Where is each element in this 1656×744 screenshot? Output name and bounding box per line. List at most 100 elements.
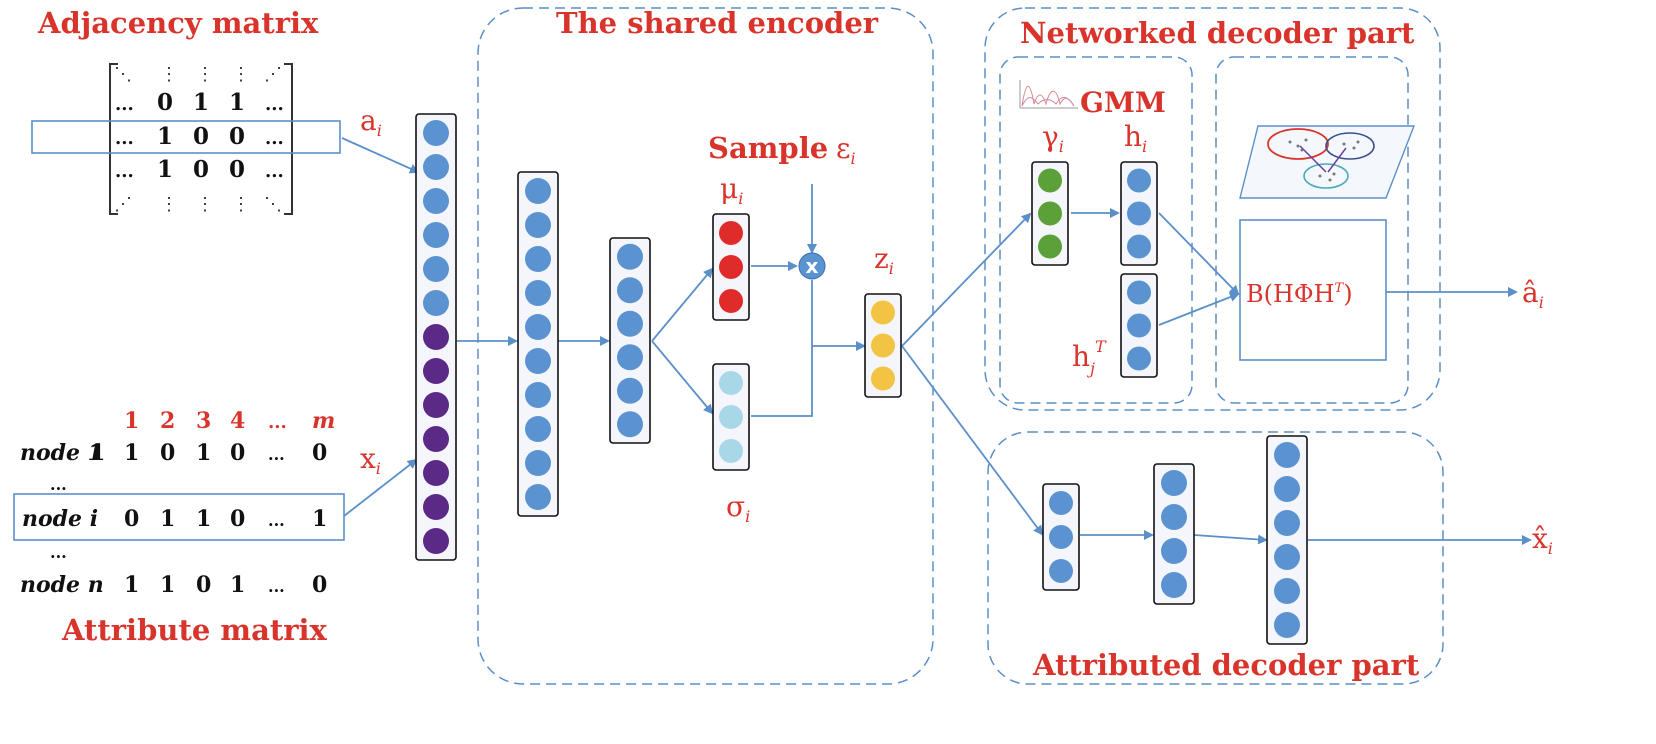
matrix-ddots-bottom-right: ⋱ <box>264 194 282 215</box>
neuron-enc2-3 <box>617 310 643 337</box>
networked-decoder-title: Networked decoder part <box>1020 16 1415 50</box>
neuron-z-1 <box>871 300 895 325</box>
matrix-ddots-top-left: ⋱ <box>114 64 132 85</box>
neuron-dec1-1 <box>1049 491 1073 515</box>
neuron-input-4 <box>423 222 449 248</box>
cluster-illustration <box>1239 125 1416 199</box>
attr-row-nodei-label: node i <box>22 506 98 532</box>
neuron-enc1-10 <box>525 484 551 510</box>
attr-noden-v3: 1 <box>230 572 245 598</box>
neuron-dec3-4 <box>1274 544 1300 570</box>
neuron-enc1-8 <box>525 416 551 442</box>
neuron-dec2-1 <box>1161 470 1187 496</box>
matrix-vdots-top-3: ⋮ <box>232 64 250 85</box>
neuron-h-i-2 <box>1127 201 1151 226</box>
neuron-dec3-5 <box>1274 578 1300 604</box>
attr-noden-v2: 0 <box>196 572 211 598</box>
neuron-z-3 <box>871 366 895 391</box>
attr-nodei-v3: 0 <box>230 506 245 532</box>
neuron-mu-2 <box>719 255 743 279</box>
neuron-enc1-2 <box>525 212 551 238</box>
network-layers <box>415 113 1308 645</box>
attr-node1-v6: 0 <box>312 440 327 466</box>
attr-nodei-v2: 1 <box>196 506 211 532</box>
neuron-input-1 <box>423 120 449 146</box>
neuron-input-2 <box>423 154 449 180</box>
matrix-vdots-top-2: ⋮ <box>196 64 214 85</box>
attr-header-3: 3 <box>196 408 211 434</box>
attr-nodei-v0: 0 <box>124 506 139 532</box>
attr-row-noden-label: node n <box>20 572 104 598</box>
bilinear-subbox <box>1215 56 1409 404</box>
neuron-enc2-4 <box>617 344 643 371</box>
attr-header-ellipsis: ... <box>268 412 287 433</box>
neuron-dec2-4 <box>1161 572 1187 598</box>
multiply-symbol: x <box>806 254 819 278</box>
adj-r3-c3: 0 <box>229 156 245 183</box>
arrow-h-j-to-bilinear <box>1158 292 1240 326</box>
attr-noden-v1: 1 <box>160 572 175 598</box>
adj-r3-c2: 0 <box>193 156 209 183</box>
arrow-adjacency-to-input <box>341 137 420 174</box>
adj-r1-c4: ... <box>265 94 284 115</box>
neuron-input-9 <box>423 392 449 418</box>
neuron-enc1-6 <box>525 348 551 374</box>
networked-decoder-box <box>984 7 1441 411</box>
neuron-enc1-7 <box>525 382 551 408</box>
attr-nodei-v5: 1 <box>312 506 327 532</box>
adj-r2-c1: 1 <box>157 123 173 150</box>
adj-r3-c1: 1 <box>157 156 173 183</box>
label-x-i: xi <box>360 442 381 478</box>
neuron-enc1-1 <box>525 178 551 204</box>
neuron-input-3 <box>423 188 449 214</box>
label-mu-i: μi <box>720 172 743 208</box>
matrix-vdots-top-1: ⋮ <box>160 64 178 85</box>
attr-node1-v3: 1 <box>196 440 211 466</box>
label-a-hat-i: âi <box>1522 276 1544 312</box>
attr-nodei-v4: ... <box>268 511 285 530</box>
label-x-hat-i: x̂i <box>1532 522 1553 558</box>
neuron-dec3-1 <box>1274 442 1300 468</box>
adjacency-highlight-row <box>31 120 341 154</box>
neuron-input-13 <box>423 528 449 554</box>
matrix-vdots-bottom-3: ⋮ <box>232 194 250 215</box>
label-z-i: zi <box>874 242 894 278</box>
adj-r1-c3: 1 <box>229 89 245 116</box>
neuron-enc2-1 <box>617 243 643 270</box>
attr-node1-v1: 1 <box>124 440 139 466</box>
adj-r2-c4: ... <box>265 128 284 149</box>
attr-row-node1-label: node 1 <box>20 440 103 466</box>
attr-node1-v2: 0 <box>160 440 175 466</box>
gmm-subbox <box>999 56 1193 404</box>
attr-row-ellipsis-2: ... <box>50 543 67 562</box>
attr-noden-v5: 0 <box>312 572 327 598</box>
neuron-gamma-2 <box>1038 201 1062 226</box>
gmm-density-icon <box>1019 80 1078 109</box>
neuron-mu-1 <box>719 221 743 245</box>
neuron-enc1-3 <box>525 246 551 272</box>
attr-node1-v0: 1 <box>90 440 105 466</box>
neuron-enc2-2 <box>617 277 643 304</box>
adj-r3-c4: ... <box>265 161 284 182</box>
neuron-sigma-2 <box>719 405 743 429</box>
neuron-enc2-5 <box>617 377 643 404</box>
neuron-enc1-9 <box>525 450 551 476</box>
attr-header-2: 2 <box>160 408 175 434</box>
neuron-sigma-1 <box>719 371 743 395</box>
shared-encoder-title: The shared encoder <box>556 6 879 40</box>
neuron-gamma-1 <box>1038 168 1062 193</box>
adj-r1-c0: ... <box>115 94 134 115</box>
attributed-decoder-title: Attributed decoder part <box>1032 648 1420 682</box>
arrow-enc2-to-mu <box>651 267 714 342</box>
neuron-dec2-3 <box>1161 538 1187 564</box>
line-sigma-to-multiply <box>751 280 813 417</box>
layer-dec2 <box>1153 463 1195 605</box>
bilinear-decoder-box <box>1239 219 1387 361</box>
neuron-input-10 <box>423 426 449 452</box>
neuron-enc1-4 <box>525 280 551 306</box>
attribute-matrix: 1 2 3 4 ... m node 1 1 1 0 1 0 ... 0 ...… <box>13 408 345 598</box>
neuron-gamma-3 <box>1038 234 1062 259</box>
attribute-highlight-row <box>13 493 345 541</box>
adj-r1-c1: 0 <box>157 89 173 116</box>
neuron-dec3-3 <box>1274 510 1300 536</box>
